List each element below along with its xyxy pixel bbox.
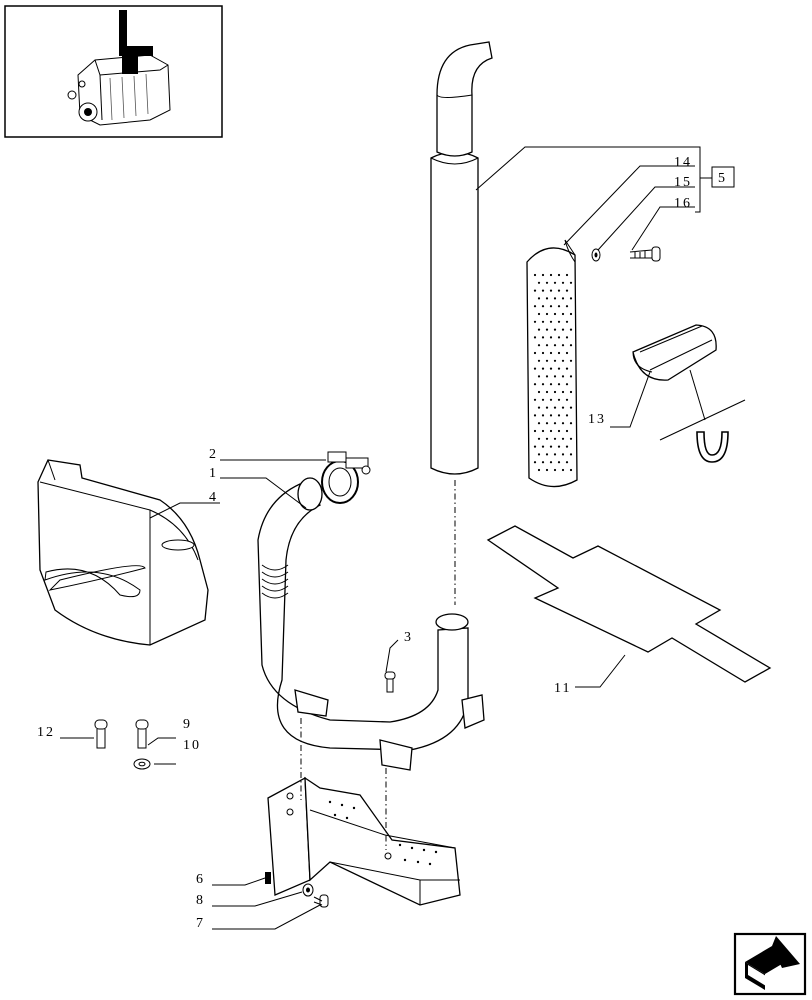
callout-13: 13 bbox=[588, 412, 606, 427]
leader-lines bbox=[60, 146, 712, 930]
washer-10 bbox=[133, 758, 151, 770]
pipe-clamp bbox=[321, 451, 371, 504]
bolt-12 bbox=[94, 719, 108, 749]
callout-14: 14 bbox=[674, 155, 692, 170]
callout-5-box bbox=[711, 166, 735, 188]
callout-10: 10 bbox=[183, 738, 201, 753]
engine-cover bbox=[37, 459, 209, 646]
callout-12: 12 bbox=[37, 725, 55, 740]
engine-thumbnail-icon[interactable] bbox=[4, 5, 223, 138]
callout-8: 8 bbox=[196, 893, 205, 908]
perforated-heat-shield bbox=[526, 239, 578, 488]
callout-3: 3 bbox=[404, 630, 413, 645]
next-page-arrow-icon[interactable] bbox=[733, 932, 807, 996]
callout-1: 1 bbox=[209, 466, 218, 481]
washer-and-bolt-7-8 bbox=[302, 883, 329, 908]
callout-2: 2 bbox=[209, 447, 218, 462]
insulation-pad bbox=[486, 525, 772, 683]
callout-5: 5 bbox=[718, 171, 727, 186]
support-bracket bbox=[265, 776, 461, 906]
alignment-lines bbox=[300, 480, 456, 850]
callout-9: 9 bbox=[183, 717, 192, 732]
bent-exhaust-pipe bbox=[257, 477, 485, 771]
callout-4: 4 bbox=[209, 490, 218, 505]
vertical-exhaust-pipe bbox=[430, 41, 493, 475]
callout-11: 11 bbox=[554, 681, 571, 696]
callout-labels: 14 15 16 5 13 2 1 4 3 11 12 9 10 6 8 7 bbox=[37, 155, 735, 931]
washer-and-bolt-15-16 bbox=[591, 246, 661, 262]
callout-7: 7 bbox=[196, 916, 205, 931]
callout-6: 6 bbox=[196, 872, 205, 887]
bolt-9 bbox=[135, 719, 149, 749]
bolt-3 bbox=[384, 671, 396, 693]
callout-16: 16 bbox=[674, 196, 692, 211]
edge-seal-profile bbox=[632, 324, 746, 463]
callout-15: 15 bbox=[674, 175, 692, 190]
